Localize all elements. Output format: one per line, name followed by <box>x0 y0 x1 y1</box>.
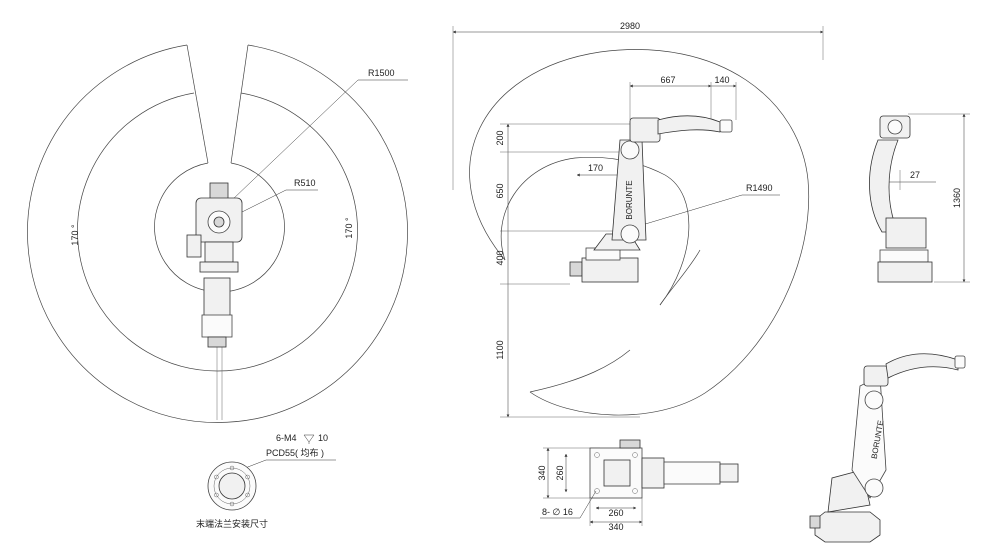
label-r510: R510 <box>294 178 316 188</box>
top-view: R1500 R510 170 ° 170 ° <box>27 44 408 423</box>
top-view-robot <box>186 182 243 348</box>
iso-view: BORUNTE <box>809 353 966 543</box>
iso-view-robot: BORUNTE <box>809 353 966 543</box>
side-view: 2980 667 140 170 R1490 200 650 400 1100 <box>452 21 824 418</box>
top-view-middle-arc <box>77 92 358 372</box>
label-angle-left: 170 ° <box>70 224 80 246</box>
front-view: 1360 27 <box>869 113 970 283</box>
label-depth: 10 <box>318 433 328 443</box>
label-angle-right: 170 ° <box>344 217 354 239</box>
label-r1490: R1490 <box>746 183 773 193</box>
label-h200: 200 <box>495 130 505 145</box>
label-260-h: 260 <box>608 508 623 518</box>
label-140: 140 <box>714 75 729 85</box>
label-667: 667 <box>660 75 675 85</box>
flange-detail: 6-M4 10 PCD55( 均布 ) 末端法兰安装尺寸 <box>196 433 336 529</box>
depth-symbol <box>303 434 315 443</box>
label-170: 170 <box>588 163 603 173</box>
label-h400: 400 <box>495 250 505 265</box>
label-2980: 2980 <box>620 21 640 31</box>
flange-holes <box>214 465 250 507</box>
side-view-inner-arc <box>529 349 631 393</box>
base-view: 340 260 260 340 8- ∅ 16 <box>537 439 739 532</box>
label-27: 27 <box>910 170 920 180</box>
side-view-outer-arc <box>469 49 810 416</box>
label-holes: 8- ∅ 16 <box>542 507 573 517</box>
label-pcd: PCD55( 均布 ) <box>266 447 324 458</box>
label-r1500: R1500 <box>368 68 395 78</box>
label-thread: 6-M4 <box>276 433 297 443</box>
label-260-v: 260 <box>555 465 565 480</box>
label-h1100: 1100 <box>495 340 505 359</box>
flange-caption: 末端法兰安装尺寸 <box>196 518 268 529</box>
label-340-h: 340 <box>608 522 623 532</box>
side-view-robot: BORUNTE <box>569 115 733 283</box>
label-340-v: 340 <box>537 465 547 480</box>
label-h650: 650 <box>495 183 505 198</box>
side-view-brand: BORUNTE <box>625 180 634 219</box>
label-1360: 1360 <box>952 188 962 208</box>
top-view-outer-arc <box>27 44 408 423</box>
front-view-robot <box>869 115 933 283</box>
